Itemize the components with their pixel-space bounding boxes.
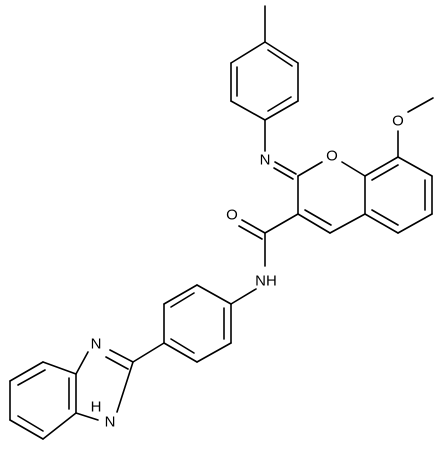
methoxy-oxygen-label: O	[392, 113, 404, 130]
benzimidazole-nitrogen-label: N	[91, 336, 102, 353]
carbonyl-oxygen-label: O	[226, 207, 238, 224]
benzimidazole-nh-nitrogen-label: N	[105, 414, 116, 431]
imine-nitrogen-label: N	[260, 152, 271, 169]
ring-oxygen-label: O	[326, 148, 338, 165]
bonds	[9, 5, 434, 440]
amide-nh-label: NH	[255, 273, 277, 290]
benzimidazole-hydrogen-label: H	[91, 399, 102, 416]
atom-labels: O O N O NH N N H	[91, 113, 404, 431]
